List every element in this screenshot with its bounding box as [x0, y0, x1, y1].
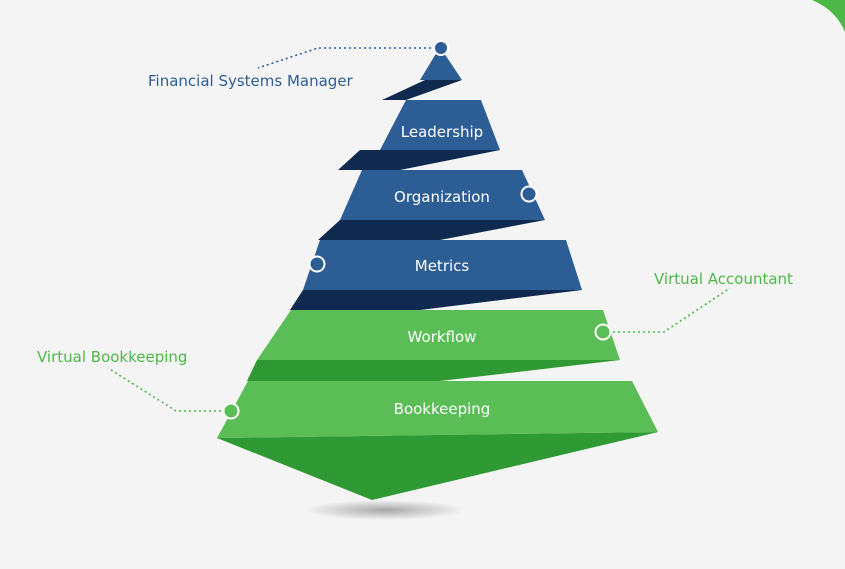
tier-label-metrics: Metrics — [415, 257, 470, 275]
fold-5 — [247, 360, 620, 381]
callout-financial-systems-manager: Financial Systems Manager — [148, 72, 354, 90]
ground-shadow — [305, 500, 465, 520]
fold-1 — [382, 80, 462, 100]
tier-bookkeeping — [217, 381, 658, 438]
fold-6 — [217, 432, 658, 500]
marker-dot-metrics — [308, 255, 326, 273]
tier-leadership — [380, 100, 500, 150]
tier-workflow — [257, 310, 620, 360]
tier-label-workflow: Workflow — [408, 328, 477, 346]
corner-accent — [812, 0, 845, 32]
marker-dot-workflow — [594, 323, 612, 341]
callout-virtual-accountant: Virtual Accountant — [654, 270, 793, 288]
tier-label-bookkeeping: Bookkeeping — [394, 400, 491, 418]
fold-2 — [338, 150, 500, 170]
tier-metrics — [303, 240, 582, 290]
tier-organization — [340, 170, 545, 220]
fold-4 — [290, 290, 582, 310]
fold-3 — [318, 220, 545, 240]
connector-virtual-bookkeeping — [107, 367, 231, 412]
marker-dot-organization — [520, 185, 538, 203]
connector-virtual-accountant — [603, 287, 731, 333]
pyramid-tip — [420, 47, 462, 80]
tier-label-organization: Organization — [394, 188, 490, 206]
tier-label-leadership: Leadership — [401, 123, 483, 141]
marker-dot-bookkeeping — [222, 402, 240, 420]
marker-dot-top — [433, 40, 449, 56]
connector-financial-systems-manager — [257, 47, 441, 69]
callout-virtual-bookkeeping: Virtual Bookkeeping — [37, 348, 187, 366]
